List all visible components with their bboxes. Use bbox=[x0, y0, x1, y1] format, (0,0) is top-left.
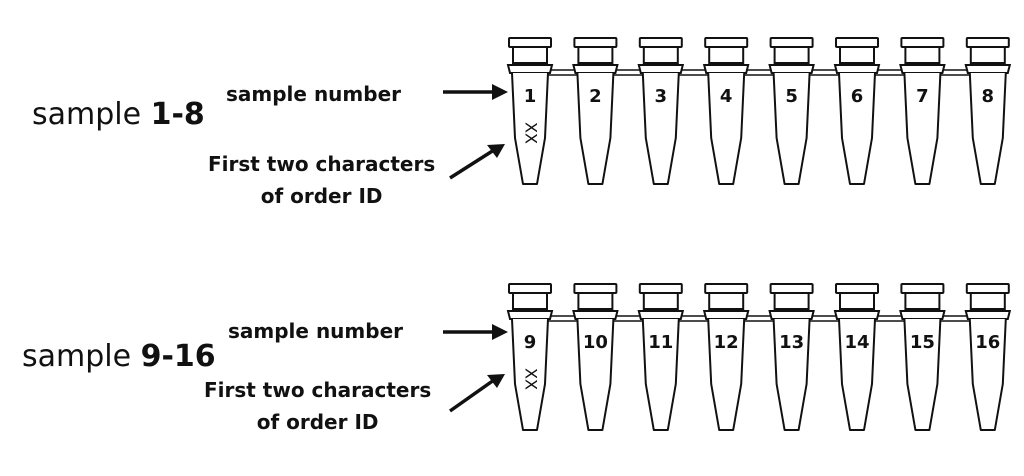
tube-number-label: 11 bbox=[648, 332, 673, 353]
tube-number-label: 9 bbox=[524, 332, 537, 353]
order-id-callout-line-1: First two characters bbox=[204, 378, 432, 402]
pcr-tube: 4 bbox=[702, 37, 750, 185]
order-id-marker: XX bbox=[522, 368, 541, 390]
pcr-tube: 11 bbox=[637, 283, 685, 431]
tube-number-label: 13 bbox=[779, 332, 804, 353]
tube-number-label: 3 bbox=[655, 86, 668, 107]
pcr-tube: 14 bbox=[833, 283, 881, 431]
sample-number-callout: sample number bbox=[228, 319, 403, 343]
pcr-tube: 5 bbox=[768, 37, 815, 185]
pcr-tube: 6 bbox=[833, 37, 881, 185]
arrow-to-order-id bbox=[448, 374, 505, 413]
tube-number-label: 5 bbox=[785, 86, 798, 107]
tube-number-label: 10 bbox=[583, 332, 608, 353]
arrow-to-order-id bbox=[449, 144, 505, 180]
tube-strip-row-2: sample 9-16 sample number First two char… bbox=[0, 276, 1024, 476]
order-id-callout: First two characters of order ID bbox=[208, 148, 435, 212]
tube-number-label: 1 bbox=[524, 86, 537, 107]
tube-number-label: 12 bbox=[714, 332, 739, 353]
order-id-callout-line-1: First two characters bbox=[208, 152, 436, 176]
tube-number-label: 14 bbox=[844, 332, 869, 353]
sample-number-callout: sample number bbox=[226, 82, 401, 106]
order-id-callout-line-2: of order ID bbox=[260, 184, 383, 208]
pcr-tube: 2 bbox=[572, 37, 619, 185]
tube-number-label: 6 bbox=[851, 86, 864, 107]
tube-number-label: 4 bbox=[720, 86, 733, 107]
pcr-tube: 8 bbox=[964, 37, 1012, 185]
pcr-tube: 9XX bbox=[506, 283, 554, 431]
order-id-callout-line-2: of order ID bbox=[256, 410, 379, 434]
arrow-to-sample-number bbox=[443, 324, 508, 340]
pcr-tube: 13 bbox=[768, 283, 815, 431]
tube-number-label: 15 bbox=[910, 332, 935, 353]
pcr-tube: 15 bbox=[899, 283, 946, 431]
pcr-tube: 12 bbox=[702, 283, 750, 431]
tube-number-label: 8 bbox=[982, 86, 995, 107]
row-label: sample 9-16 bbox=[22, 339, 216, 374]
order-id-marker: XX bbox=[522, 122, 541, 144]
pcr-tube: 1XX bbox=[506, 37, 554, 185]
arrow-to-sample-number bbox=[443, 84, 508, 100]
pcr-tube: 10 bbox=[572, 283, 619, 431]
pcr-tube: 16 bbox=[964, 283, 1012, 431]
pcr-tube-strip: 1XX 2 3 4 5 6 7 8 bbox=[443, 37, 1012, 185]
tube-strip-row-1: sample 1-8 sample number First two chara… bbox=[0, 30, 1024, 230]
row-label: sample 1-8 bbox=[32, 97, 205, 132]
tube-number-label: 7 bbox=[916, 86, 929, 107]
tube-number-label: 16 bbox=[975, 332, 1000, 353]
order-id-callout: First two characters of order ID bbox=[204, 374, 431, 438]
pcr-tube: 3 bbox=[637, 37, 685, 185]
pcr-tube: 7 bbox=[899, 37, 946, 185]
tube-number-label: 2 bbox=[589, 86, 602, 107]
pcr-tube-strip: 9XX 10 11 12 13 14 15 16 bbox=[443, 283, 1012, 431]
